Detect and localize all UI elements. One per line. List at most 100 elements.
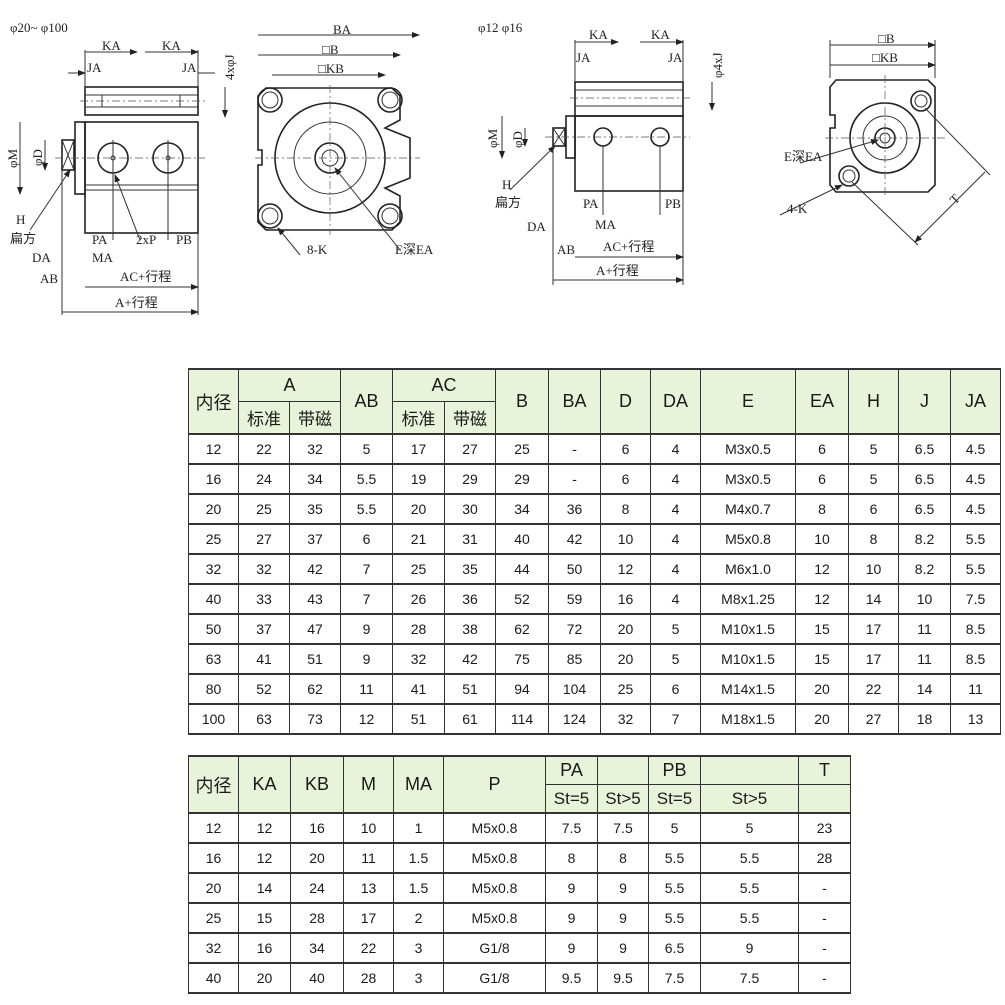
header-pb: PB — [648, 756, 701, 785]
table-cell: 14 — [238, 873, 291, 903]
table-cell: 24 — [238, 464, 290, 494]
table-cell: 32 — [288, 434, 342, 464]
table-cell: 12 — [188, 813, 239, 843]
table-cell: 22 — [343, 933, 394, 963]
table-cell: - — [548, 464, 602, 494]
label-pb: PB — [665, 196, 681, 211]
table-cell: 6 — [795, 464, 850, 494]
table-cell: M5x0.8 — [443, 903, 546, 933]
header-b: B — [495, 369, 550, 434]
table-cell: 20 — [600, 644, 652, 674]
label-e: E深EA — [395, 242, 434, 257]
header-j: J — [898, 369, 952, 434]
table-cell: 28 — [343, 963, 394, 993]
table-cell: 11 — [950, 674, 1002, 704]
label-a: A+行程 — [596, 263, 639, 278]
table-cell: 72 — [548, 614, 602, 644]
label-j: φ4xJ — [710, 52, 725, 78]
table-cell: M4x0.7 — [700, 494, 797, 524]
table-cell: 25 — [188, 903, 239, 933]
table-cell: 73 — [288, 704, 342, 734]
table-cell: 62 — [288, 674, 342, 704]
label-ac: AC+行程 — [120, 269, 171, 284]
table-cell: 6 — [795, 434, 850, 464]
table-cell: 6 — [650, 674, 702, 704]
table-cell: 5.5 — [950, 524, 1002, 554]
table-cell: 8 — [545, 843, 598, 873]
table-cell: 47 — [288, 614, 342, 644]
table-cell: 42 — [444, 644, 497, 674]
table-cell: 24 — [290, 873, 344, 903]
table-cell: 6.5 — [898, 434, 952, 464]
label-m: φM — [5, 148, 20, 168]
table-cell: 29 — [495, 464, 550, 494]
table-cell: 10 — [898, 584, 952, 614]
label-ka: KA — [162, 38, 181, 53]
table-cell: 8.2 — [898, 524, 952, 554]
label-ma: MA — [595, 217, 617, 232]
table-cell: 51 — [444, 674, 497, 704]
table-cell: M18x1.5 — [700, 704, 797, 734]
side-view-small: φ12 φ16 KA KA JA JA φ4xJ φM φD H 扁方 DA A… — [478, 20, 725, 285]
table-cell: 5 — [848, 434, 900, 464]
table-cell: 9 — [597, 903, 649, 933]
table-cell: 27 — [444, 434, 497, 464]
table-cell: 9 — [545, 873, 598, 903]
header-ka: KA — [238, 756, 291, 813]
table-cell: 28 — [392, 614, 446, 644]
table-cell: 5.5 — [950, 554, 1002, 584]
table-cell: 36 — [548, 494, 602, 524]
table-cell: 9 — [545, 903, 598, 933]
label-ka: KA — [589, 27, 608, 42]
header-pb-st5: St=5 — [648, 784, 701, 813]
table-cell: 16 — [600, 584, 652, 614]
header-empty — [597, 756, 649, 785]
table-cell: 35 — [288, 494, 342, 524]
table-cell: 16 — [188, 843, 239, 873]
dimension-table-1: 内径 A AB AC B BA D DA E EA H J JA 标准 带磁 标… — [188, 368, 1002, 735]
table-cell: 19 — [392, 464, 446, 494]
table-cell: 9 — [700, 933, 799, 963]
header-t: T — [798, 756, 851, 785]
table-cell: M5x0.8 — [443, 813, 546, 843]
table-cell: 12 — [795, 584, 850, 614]
table-cell: 12 — [795, 554, 850, 584]
table-cell: 12 — [600, 554, 652, 584]
table-cell: 15 — [795, 614, 850, 644]
header-ac-magnetic: 带磁 — [444, 401, 497, 434]
label-k: 8-K — [307, 242, 328, 257]
header-a-standard: 标准 — [238, 401, 290, 434]
table-cell: 8 — [848, 524, 900, 554]
table-cell: 51 — [392, 704, 446, 734]
table-cell: 4 — [650, 584, 702, 614]
label-p: 2xP — [136, 232, 156, 247]
table-cell: 8 — [795, 494, 850, 524]
table-cell: 1 — [393, 813, 444, 843]
label-ja: JA — [576, 50, 591, 65]
label-b: □B — [878, 31, 895, 46]
table-cell: 114 — [495, 704, 550, 734]
label-h: H — [502, 177, 511, 192]
table-cell: 18 — [898, 704, 952, 734]
header-pa-st-gt5: St>5 — [597, 784, 649, 813]
label-e: E深EA — [784, 149, 823, 164]
label-ac: AC+行程 — [603, 239, 654, 254]
table-cell: 52 — [238, 674, 290, 704]
table-cell: - — [798, 933, 851, 963]
table-cell: 10 — [343, 813, 394, 843]
table-cell: 35 — [444, 554, 497, 584]
table-cell: 11 — [343, 843, 394, 873]
table-cell: 10 — [848, 554, 900, 584]
label-ab: AB — [557, 242, 575, 257]
table-cell: 20 — [188, 873, 239, 903]
label-b: □B — [322, 42, 339, 57]
table-cell: 27 — [238, 524, 290, 554]
table-cell: 3 — [393, 933, 444, 963]
table-cell: 8.5 — [950, 644, 1002, 674]
header-ac: AC — [392, 369, 497, 402]
table-cell: 25 — [495, 434, 550, 464]
